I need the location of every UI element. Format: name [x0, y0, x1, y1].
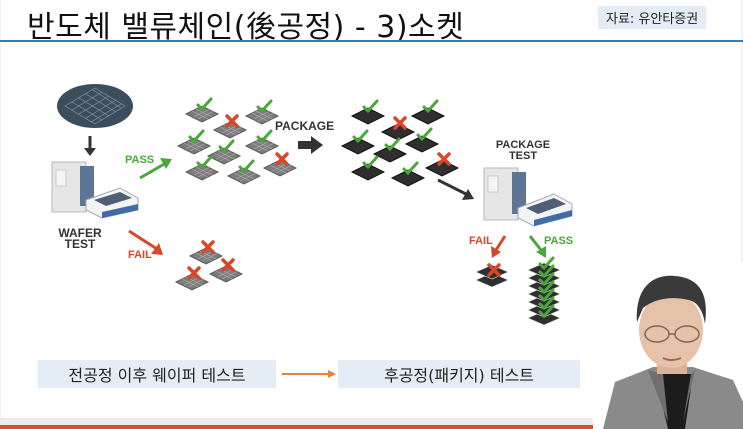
pass-label: PASS	[125, 154, 155, 166]
package-chip	[404, 127, 440, 153]
die-chip	[184, 97, 220, 123]
x-mark-icon	[437, 152, 451, 166]
check-icon	[384, 137, 401, 152]
wafer-test-box-text: 전공정 이후 웨이퍼 테스트	[68, 366, 246, 385]
die-chip	[206, 139, 242, 165]
package-pass-label: PASS	[544, 235, 574, 247]
check-icon	[402, 161, 419, 176]
package-chip	[340, 129, 376, 155]
check-icon	[538, 256, 555, 271]
wafer-grid	[64, 87, 126, 125]
die-chip	[244, 99, 280, 125]
x-mark-icon	[393, 116, 407, 130]
flow-arrow-icon	[282, 370, 336, 378]
check-icon	[196, 155, 213, 170]
package-test-box-text: 후공정(패키지) 테스트	[383, 366, 535, 385]
check-icon	[188, 129, 205, 144]
check-icon	[352, 129, 369, 144]
check-icon	[256, 129, 273, 144]
x-mark-icon	[275, 152, 289, 166]
check-icon	[196, 97, 213, 112]
fail-arrow-icon	[128, 229, 163, 255]
wafer-test-label-line2: TEST	[64, 237, 96, 251]
package-chip	[424, 152, 460, 177]
package-test-box: 후공정(패키지) 테스트	[338, 360, 580, 388]
check-icon	[538, 288, 555, 303]
x-mark-icon	[201, 240, 215, 254]
wafer-tester-machine-icon	[51, 161, 139, 219]
check-icon	[362, 155, 379, 170]
check-icon	[238, 159, 255, 174]
die-chip	[174, 266, 210, 291]
package-test-label: PACKAGE TEST	[488, 140, 558, 162]
slide-bottom-margin	[0, 418, 743, 425]
wafer-test-label: WAFER TEST	[55, 226, 105, 251]
die-chip	[212, 114, 248, 139]
down-arrow-icon	[84, 136, 96, 156]
package-test-label-line1: PACKAGE	[495, 139, 551, 151]
source-badge: 자료: 유안타증권	[598, 6, 707, 29]
package-fail-arrow-icon	[491, 235, 507, 258]
check-icon	[416, 127, 433, 142]
package-chip	[390, 161, 426, 187]
die-chip	[226, 159, 262, 185]
wafer-image	[57, 84, 133, 128]
die-chip	[244, 129, 280, 155]
package-tester-machine-icon	[483, 167, 573, 227]
chip-stack	[475, 263, 509, 288]
check-icon	[538, 272, 555, 287]
check-icon	[256, 99, 273, 114]
check-icon	[538, 280, 555, 295]
package-test-label-line2: TEST	[508, 150, 538, 162]
die-chip	[184, 155, 220, 181]
package-arrow-icon	[298, 136, 323, 154]
package-chip	[372, 137, 408, 163]
die-chip	[262, 152, 298, 177]
package-pass-arrow-icon	[528, 235, 546, 258]
check-icon	[538, 264, 555, 279]
x-mark-icon	[221, 258, 235, 272]
wafer-test-label-line1: WAFER	[58, 226, 102, 240]
fail-label: FAIL	[128, 249, 152, 261]
slide-title: 반도체 밸류체인(後공정) - 3)소켓	[27, 10, 465, 45]
die-chip	[188, 240, 224, 265]
slide-bottom-bar	[0, 425, 743, 429]
package-chip	[350, 155, 386, 181]
x-mark-icon	[187, 266, 201, 280]
check-icon	[218, 139, 235, 154]
package-label: PACKAGE	[275, 119, 335, 133]
package-chip	[350, 99, 386, 125]
die-chip	[208, 258, 244, 283]
check-icon	[362, 99, 379, 114]
presenter-image	[603, 275, 743, 429]
package-chip	[410, 99, 446, 125]
pass-arrow-icon	[139, 158, 172, 180]
chip-stack	[527, 256, 561, 326]
presenter-webcam	[593, 262, 743, 429]
title-underline	[0, 40, 743, 42]
die-chip	[176, 129, 212, 155]
package-fail-label: FAIL	[469, 235, 493, 247]
check-icon	[538, 296, 555, 311]
x-mark-icon	[487, 263, 501, 277]
to-package-test-arrow-icon	[437, 178, 474, 200]
check-icon	[422, 99, 439, 114]
package-chip	[380, 116, 416, 141]
wafer-test-box: 전공정 이후 웨이퍼 테스트	[38, 360, 276, 388]
check-icon	[538, 304, 555, 319]
x-mark-icon	[225, 114, 239, 128]
